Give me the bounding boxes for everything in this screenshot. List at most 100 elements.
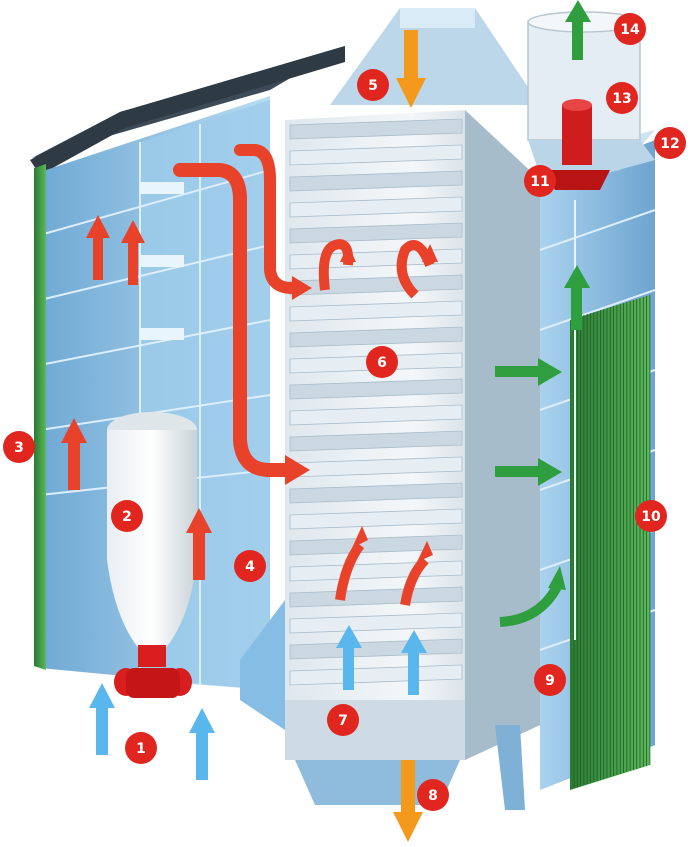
support-leg <box>495 725 525 810</box>
rising-arrow-head <box>417 541 433 562</box>
up-arrow-red <box>121 220 145 285</box>
column-slat <box>289 170 463 192</box>
column-slat <box>289 222 463 244</box>
svg-text:3: 3 <box>14 440 24 456</box>
left-green-louver <box>34 164 46 670</box>
right-housing <box>539 130 656 790</box>
exhaust-curve-arrow <box>499 582 563 627</box>
callout-2: 2 <box>111 500 143 532</box>
svg-text:8: 8 <box>428 788 438 804</box>
column-slat <box>289 118 463 140</box>
grid-line <box>39 319 271 366</box>
svg-text:9: 9 <box>545 673 555 689</box>
svg-text:12: 12 <box>660 136 679 152</box>
down-arrow-orange <box>393 760 423 842</box>
callout-10: 10 <box>635 500 667 532</box>
hood-top <box>400 8 475 28</box>
svg-text:4: 4 <box>245 559 255 575</box>
svg-text:10: 10 <box>641 509 661 525</box>
exhaust-fan-impeller <box>545 170 610 190</box>
callout-badges: 1 2 3 4 5 6 7 8 9 10 11 12 13 14 <box>3 13 686 811</box>
svg-text:6: 6 <box>377 355 387 371</box>
callout-7: 7 <box>327 704 359 736</box>
fan-body <box>126 668 180 698</box>
grain-flows <box>393 30 426 842</box>
svg-text:1: 1 <box>136 741 146 757</box>
cyclone-body <box>107 430 197 650</box>
column-slat <box>289 196 463 218</box>
up-arrow-red <box>186 508 212 580</box>
left-chute <box>240 600 285 730</box>
up-arrow-blue <box>89 683 115 755</box>
callout-13: 13 <box>606 82 638 114</box>
up-arrow-blue <box>336 625 362 690</box>
fan-housing <box>138 645 166 667</box>
column-slat <box>289 430 463 452</box>
drying-column <box>240 8 540 810</box>
column-slat <box>289 300 463 322</box>
cyclone <box>107 412 197 698</box>
up-arrow-red <box>61 418 87 490</box>
exhaust-fan-top <box>562 99 592 111</box>
column-slat <box>289 326 463 348</box>
column-slats <box>289 118 463 686</box>
hot-air-arrow-head <box>285 455 310 485</box>
svg-text:11: 11 <box>530 174 549 190</box>
column-slat <box>289 612 463 634</box>
right-arrow-green <box>495 458 562 486</box>
callout-14: 14 <box>614 13 646 45</box>
callout-9: 9 <box>534 664 566 696</box>
down-arrow-orange <box>396 30 426 108</box>
callout-5: 5 <box>357 69 389 101</box>
svg-text:5: 5 <box>368 78 378 94</box>
up-arrow-red <box>86 215 110 280</box>
callout-11: 11 <box>524 165 556 197</box>
cool-air-flows <box>89 625 427 780</box>
grid-line <box>539 209 656 251</box>
up-arrow-blue <box>401 630 427 695</box>
callout-8: 8 <box>417 779 449 811</box>
svg-text:2: 2 <box>122 509 132 525</box>
column-slat <box>289 508 463 530</box>
exhaust-curve-arrow-head <box>548 566 566 590</box>
column-slat <box>289 482 463 504</box>
up-arrow-blue <box>189 708 215 780</box>
hot-air-arrow-head <box>292 276 312 300</box>
svg-text:13: 13 <box>612 91 631 107</box>
column-slat <box>289 404 463 426</box>
shelf <box>140 328 184 340</box>
callout-4: 4 <box>234 550 266 582</box>
up-arrow-green <box>565 0 591 60</box>
exhaust-stack <box>527 11 655 190</box>
column-slat <box>289 534 463 556</box>
callout-6: 6 <box>366 346 398 378</box>
rising-arrow <box>400 556 429 606</box>
up-arrow-green <box>564 265 590 330</box>
grid-line <box>39 244 271 301</box>
grid-line <box>539 289 656 331</box>
right-arrow-green <box>495 358 562 386</box>
discharge-section <box>285 700 465 760</box>
callout-3: 3 <box>3 431 35 463</box>
exhaust-air-flows <box>495 0 591 627</box>
curl-arrow <box>396 240 435 299</box>
roof-edge <box>30 46 345 175</box>
callout-12: 12 <box>654 127 686 159</box>
rising-arrow <box>335 542 365 601</box>
hot-air-upper-path <box>234 144 298 294</box>
exhaust-fan-motor <box>562 105 592 165</box>
hot-air-duct-path <box>173 163 292 477</box>
callout-1: 1 <box>125 732 157 764</box>
svg-text:7: 7 <box>338 713 348 729</box>
hot-air-flows <box>61 144 438 606</box>
rising-arrow-head <box>352 526 368 548</box>
svg-text:14: 14 <box>620 22 640 38</box>
column-slat <box>289 378 463 400</box>
column-slat <box>289 144 463 166</box>
curl-arrow-head <box>340 244 356 262</box>
shelf <box>140 182 184 194</box>
column-side <box>465 110 540 760</box>
shelf <box>140 255 184 267</box>
